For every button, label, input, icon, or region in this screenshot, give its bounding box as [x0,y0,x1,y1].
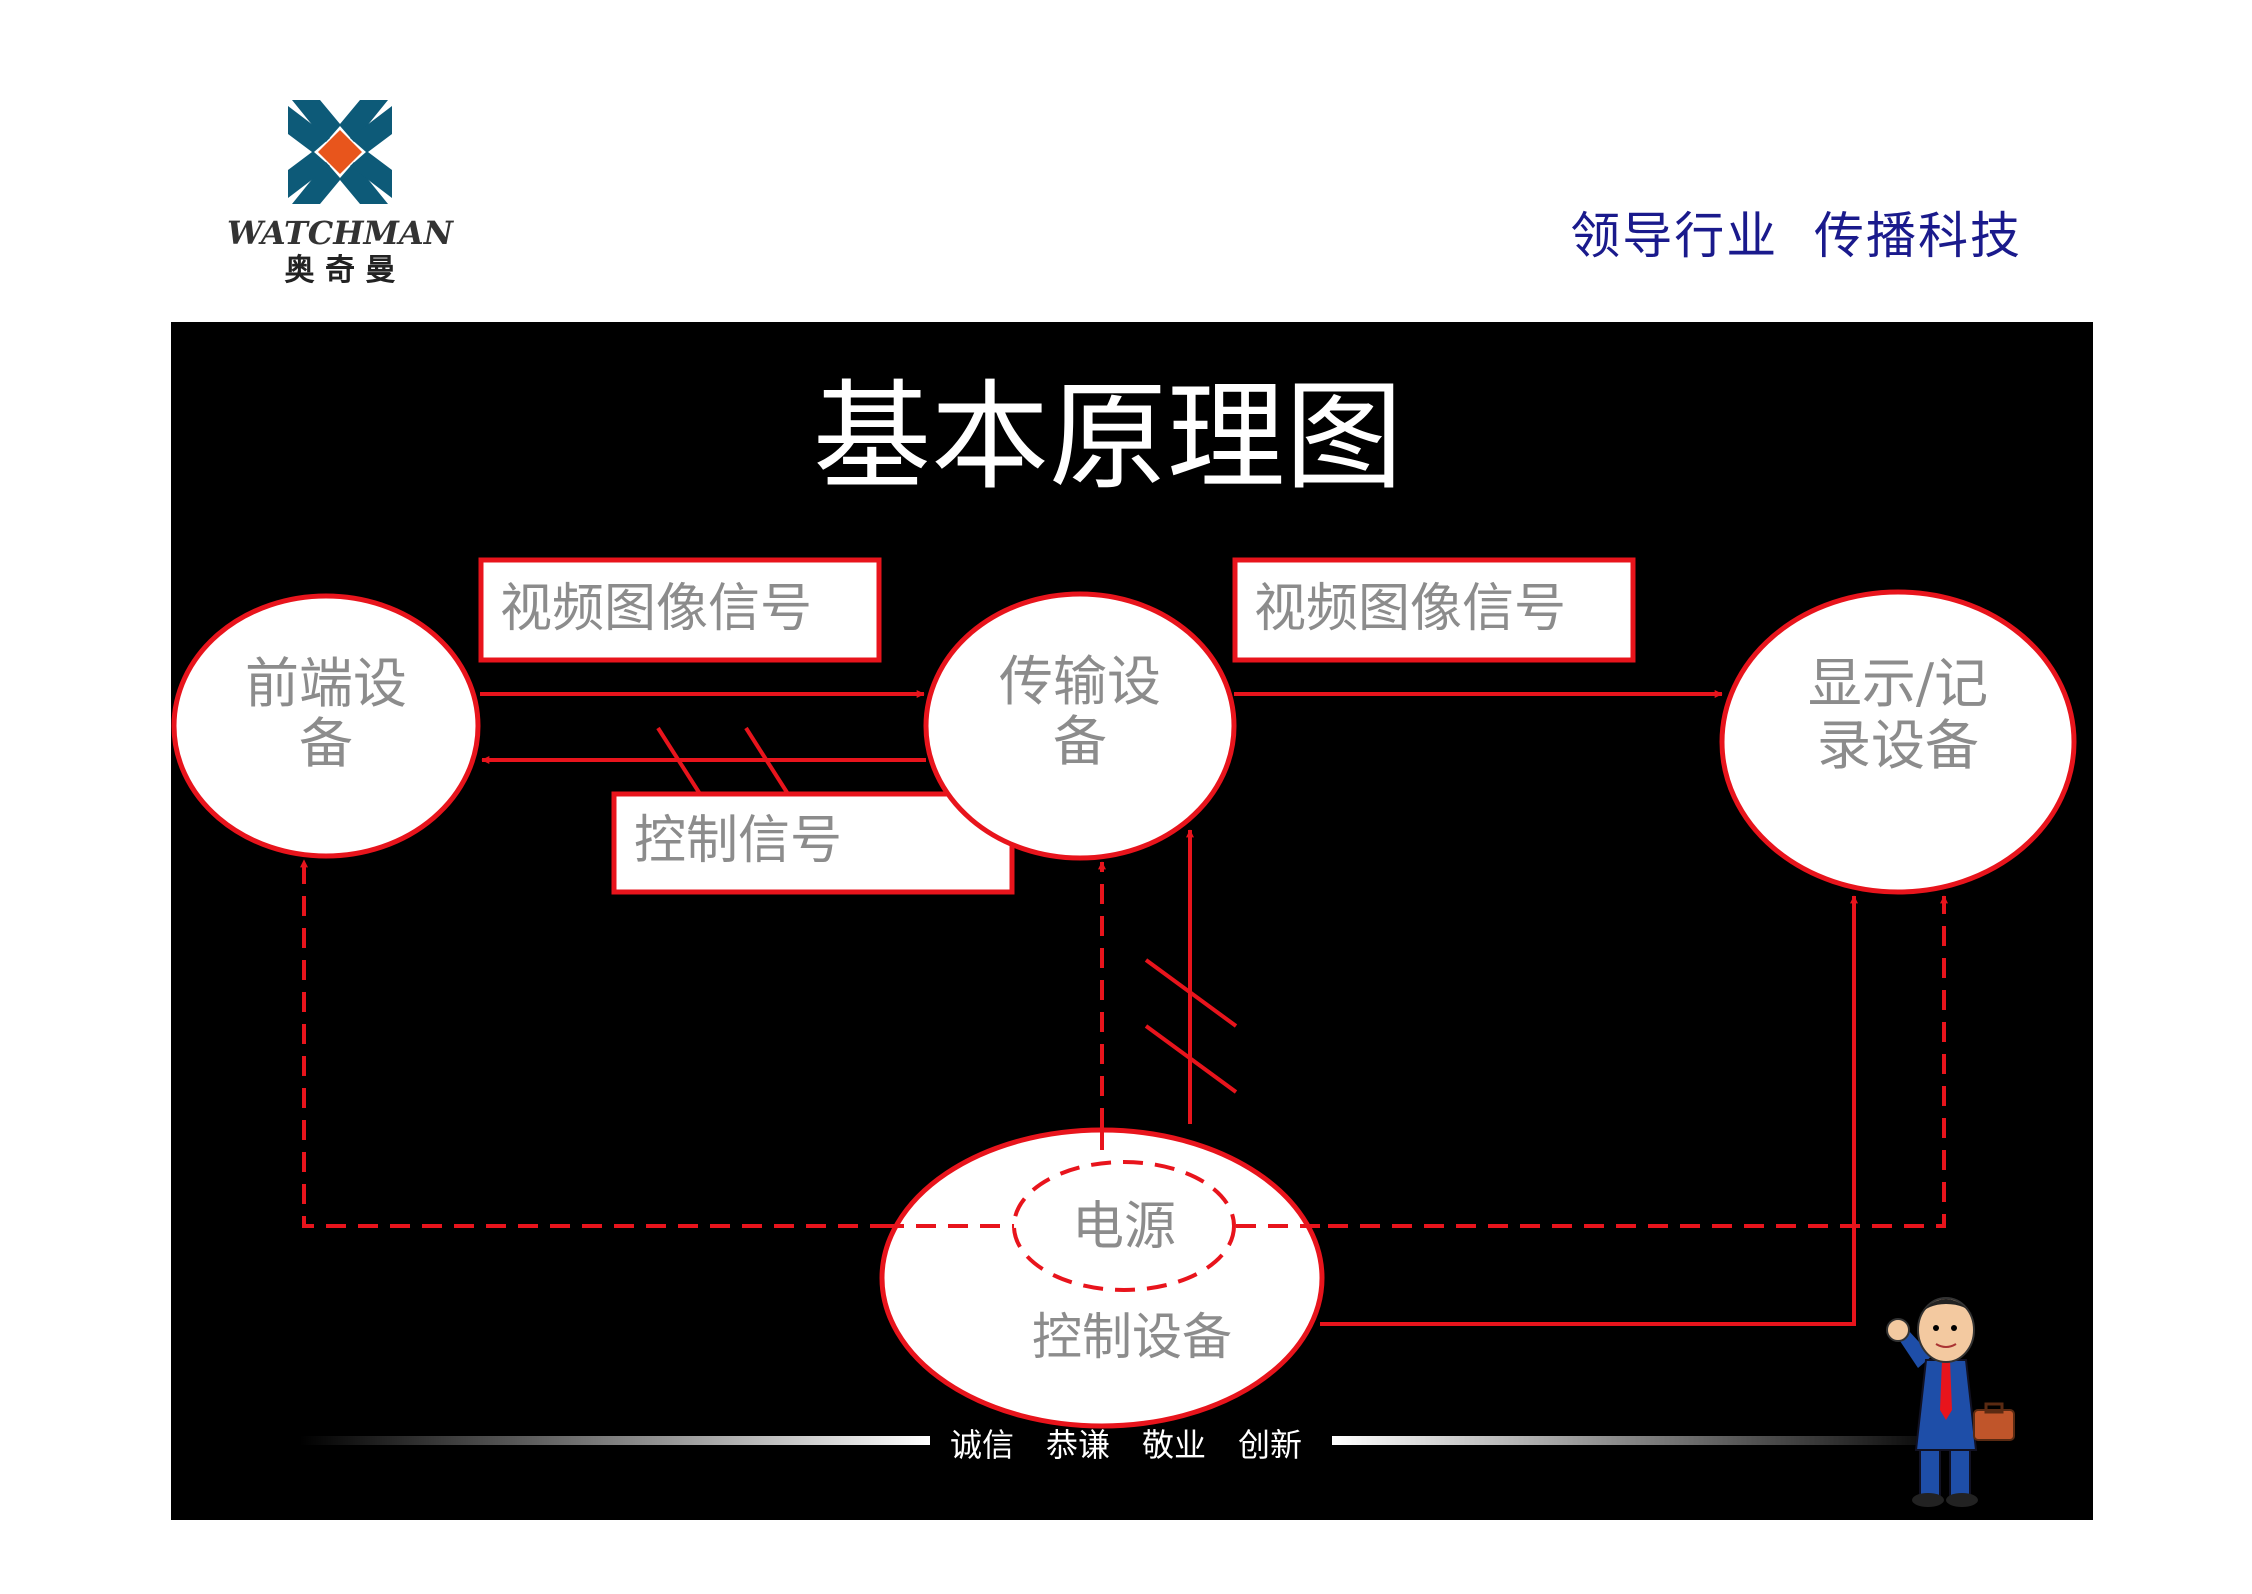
watchman-logo: WATCHMAN 奥 奇 曼 [227,100,455,288]
node-control-device: 电源 控制设备 [879,1127,1325,1429]
company-slogan: 领导行业 传播科技 [1570,207,2022,265]
brand-name-cn: 奥 奇 曼 [285,253,396,288]
node-label-line2: 录设备 [1817,714,1979,777]
control-device-label: 控制设备 [1032,1308,1232,1366]
bus-hatch [744,726,790,796]
node-label-line1: 前端设 [245,652,407,715]
bus-hatch [656,726,702,796]
node-transmission-device: 传输设 备 [923,591,1237,861]
connections [300,690,1948,1326]
power-label: 电源 [1072,1197,1176,1257]
node-display-record-device: 显示/记 录设备 [1719,589,2077,895]
node-label-line2: 备 [1053,710,1107,773]
footer-motto: 诚信 恭谦 敬业 创新 [300,1426,1952,1464]
power-line-to-front [300,859,890,1228]
motto-item: 创新 [1238,1426,1302,1464]
motto-item: 恭谦 [1046,1426,1110,1464]
node-label-line1: 传输设 [999,650,1161,713]
slide-title: 基本原理图 [813,368,1403,506]
node-label-line2: 备 [299,712,353,775]
power-line-to-display [1232,895,1948,1228]
control-arrow-to-display [1320,895,1858,1326]
businessman-mascot-icon [1886,1297,2015,1507]
logo-mark-icon [288,100,392,204]
label-control-signal: 控制信号 [611,791,1015,895]
label-text: 控制信号 [634,811,842,871]
bus-hatch [1144,1024,1238,1094]
label-text: 视频图像信号 [1254,579,1566,639]
footer-line-right [1332,1436,1952,1445]
motto-item: 诚信 [950,1426,1014,1464]
label-text: 视频图像信号 [500,579,812,639]
motto-item: 敬业 [1142,1426,1206,1464]
node-front-device: 前端设 备 [171,593,481,859]
label-video-signal-1: 视频图像信号 [478,557,882,663]
label-video-signal-2: 视频图像信号 [1232,557,1636,663]
node-label-line1: 显示/记 [1808,652,1988,715]
footer-line-left [300,1436,930,1445]
power-zone [1012,1160,1236,1292]
brand-name: WATCHMAN [227,214,455,252]
bus-hatch [1144,958,1238,1028]
